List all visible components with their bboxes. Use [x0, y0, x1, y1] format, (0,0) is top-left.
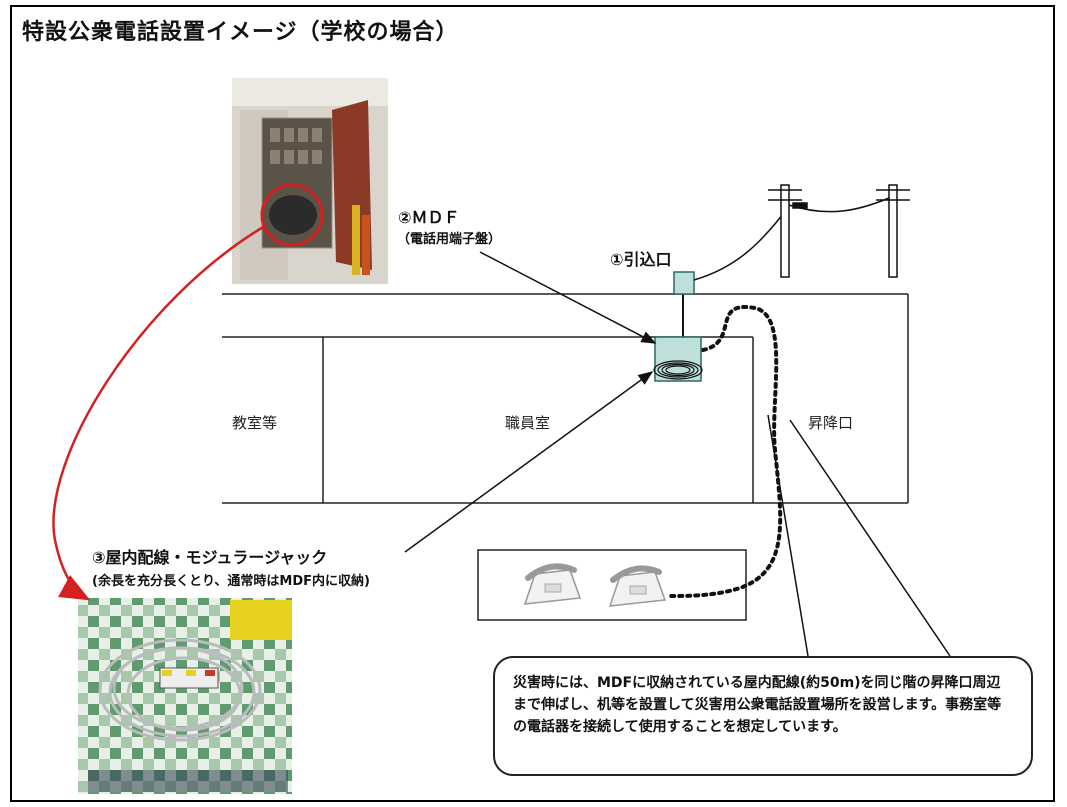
diagram-frame [10, 5, 1055, 802]
room-label-classroom: 教室等 [232, 414, 278, 432]
entry-point [673, 204, 791, 295]
disaster-note-box: 災害時には、MDFに収納されている屋内配線(約50m)を同じ階の昇降口周辺まで伸… [493, 656, 1033, 776]
mdf-label: ②ＭＤＦ [398, 208, 460, 227]
room-label-staffroom: 職員室 [505, 414, 551, 432]
mdf-device [653, 294, 703, 382]
jack-sub-label: (余長を充分長くとり、通常時はMDF内に収納) [92, 574, 370, 589]
telephone-area [477, 549, 747, 621]
telephone-icon [523, 563, 582, 605]
entry-label: ①引込口 [610, 250, 672, 269]
mdf-sub-label: （電話用端子盤） [397, 232, 502, 247]
room-label-entrance: 昇降口 [808, 414, 854, 432]
jack-label: ③屋内配線・モジュラージャック [92, 548, 328, 567]
callout-curve-red [52, 224, 266, 601]
extended-wiring-dotted [666, 305, 783, 598]
note-leader-line [767, 414, 809, 657]
note-leader-line [789, 419, 951, 657]
mdf-cabinet-photo [232, 78, 388, 284]
utility-pole-icon [768, 184, 910, 278]
diagram-title: 特設公衆電話設置イメージ（学校の場合） [22, 20, 459, 45]
telephone-icon [608, 565, 667, 607]
mdf-leader-arrow [479, 251, 657, 344]
cable-coil-photo [78, 598, 292, 794]
building-plan [222, 293, 909, 504]
jack-leader-arrow [404, 371, 654, 553]
